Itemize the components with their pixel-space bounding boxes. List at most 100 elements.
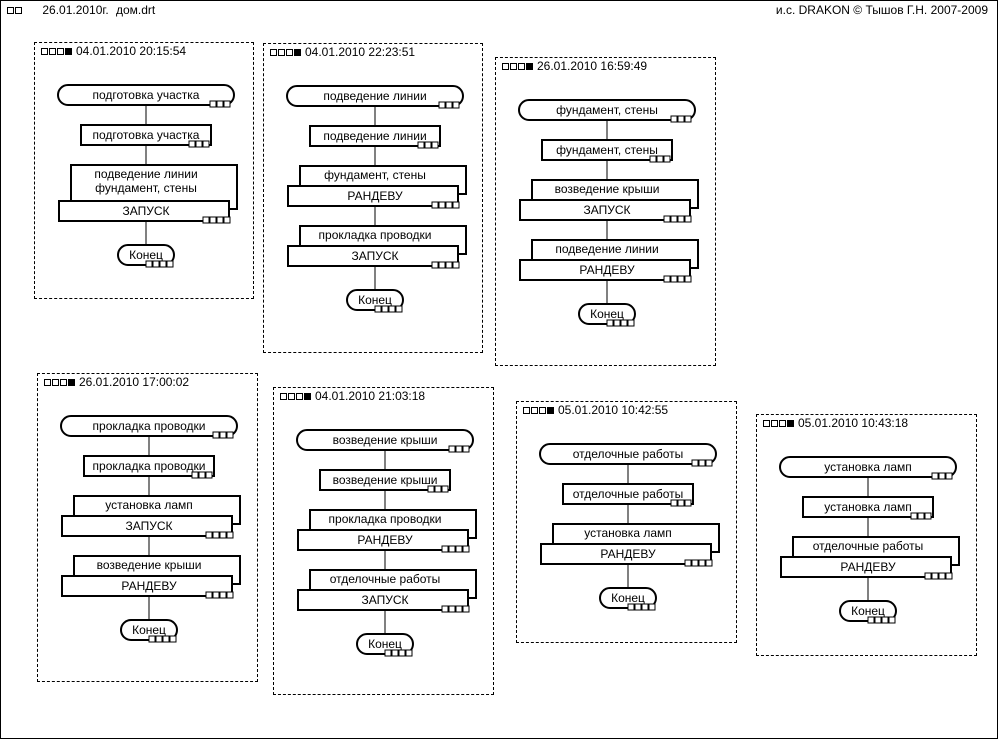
panel-timestamp: 26.01.2010 17:00:02 bbox=[79, 375, 190, 389]
shelf-upper-label: фундамент, стены bbox=[95, 181, 197, 195]
square-icon[interactable] bbox=[771, 420, 778, 428]
shelf-marker-icon bbox=[691, 559, 699, 567]
shelf-lower-box[interactable] bbox=[297, 529, 469, 551]
shelf-marker-icon bbox=[441, 605, 449, 613]
shelf-marker-icon bbox=[424, 141, 432, 149]
filled-square-icon[interactable] bbox=[304, 393, 311, 401]
square-icon[interactable] bbox=[278, 49, 285, 57]
shelf-marker-icon bbox=[395, 305, 403, 313]
filled-square-icon[interactable] bbox=[547, 407, 554, 415]
shelf-lower-label: ЗАПУСК bbox=[583, 203, 630, 217]
filled-square-icon[interactable] bbox=[526, 63, 533, 71]
shelf-marker-icon bbox=[627, 603, 635, 611]
square-icon[interactable] bbox=[518, 63, 525, 71]
shelf-marker-icon bbox=[938, 572, 946, 580]
shelf-lower-box[interactable] bbox=[287, 245, 459, 267]
shelf-lower-box[interactable] bbox=[58, 200, 230, 222]
panel-title-bar: 26.01.2010 16:59:49 bbox=[502, 59, 647, 73]
square-icon[interactable] bbox=[60, 379, 67, 387]
shelf-marker-icon bbox=[677, 275, 685, 283]
shelf-upper-label: подведение линии bbox=[94, 167, 197, 181]
end-label: Конец bbox=[611, 591, 645, 605]
shelf-marker-icon bbox=[924, 572, 932, 580]
shelf-marker-icon bbox=[441, 485, 449, 493]
shelf-marker-icon bbox=[677, 499, 685, 507]
shelf-marker-icon bbox=[145, 260, 153, 268]
panel-title-bar: 04.01.2010 22:23:51 bbox=[270, 45, 415, 59]
shelf-marker-icon bbox=[684, 275, 692, 283]
shelf-marker-icon bbox=[212, 431, 220, 439]
square-icon[interactable] bbox=[49, 48, 56, 56]
shelf-lower-box[interactable] bbox=[519, 199, 691, 221]
title-label: фундамент, стены bbox=[556, 103, 658, 117]
shelf-lower-box[interactable] bbox=[540, 543, 712, 565]
shelf-marker-icon bbox=[223, 100, 231, 108]
square-icon[interactable] bbox=[286, 49, 293, 57]
shelf-marker-icon bbox=[648, 603, 656, 611]
square-icon[interactable] bbox=[539, 407, 546, 415]
shelf-marker-icon bbox=[226, 591, 234, 599]
filled-square-icon[interactable] bbox=[787, 420, 794, 428]
shelf-upper-label: отделочные работы bbox=[330, 572, 441, 586]
shelf-marker-icon bbox=[212, 591, 220, 599]
shelf-lower-box[interactable] bbox=[519, 259, 691, 281]
filled-square-icon[interactable] bbox=[68, 379, 75, 387]
square-icon[interactable] bbox=[510, 63, 517, 71]
square-icon[interactable] bbox=[779, 420, 786, 428]
shelf-lower-box[interactable] bbox=[61, 575, 233, 597]
shelf-marker-icon bbox=[606, 319, 614, 327]
square-icon[interactable] bbox=[44, 379, 51, 387]
title-label: установка ламп bbox=[824, 460, 912, 474]
shelf-marker-icon bbox=[634, 603, 642, 611]
square-icon[interactable] bbox=[763, 420, 770, 428]
shelf-marker-icon bbox=[427, 485, 435, 493]
shelf-marker-icon bbox=[620, 319, 628, 327]
filled-square-icon[interactable] bbox=[65, 48, 72, 56]
shelf-marker-icon bbox=[917, 512, 925, 520]
window-square-icon[interactable] bbox=[7, 7, 14, 15]
shelf-marker-icon bbox=[216, 216, 224, 224]
shelf-marker-icon bbox=[417, 141, 425, 149]
square-icon[interactable] bbox=[52, 379, 59, 387]
square-icon[interactable] bbox=[502, 63, 509, 71]
panel-timestamp: 26.01.2010 16:59:49 bbox=[537, 59, 648, 73]
shelf-marker-icon bbox=[684, 215, 692, 223]
shelf-marker-icon bbox=[445, 201, 453, 209]
square-icon[interactable] bbox=[288, 393, 295, 401]
shelf-lower-box[interactable] bbox=[287, 185, 459, 207]
shelf-lower-box[interactable] bbox=[780, 556, 952, 578]
panel-title-bar: 26.01.2010 17:00:02 bbox=[44, 375, 189, 389]
square-icon[interactable] bbox=[270, 49, 277, 57]
square-icon[interactable] bbox=[280, 393, 287, 401]
square-icon[interactable] bbox=[57, 48, 64, 56]
shelf-lower-box[interactable] bbox=[297, 589, 469, 611]
shelf-marker-icon bbox=[219, 531, 227, 539]
square-icon[interactable] bbox=[531, 407, 538, 415]
shelf-marker-icon bbox=[162, 635, 170, 643]
shelf-marker-icon bbox=[212, 531, 220, 539]
shelf-marker-icon bbox=[874, 616, 882, 624]
square-icon[interactable] bbox=[41, 48, 48, 56]
shelf-lower-box[interactable] bbox=[61, 515, 233, 537]
square-icon[interactable] bbox=[523, 407, 530, 415]
shelf-marker-icon bbox=[216, 100, 224, 108]
square-icon[interactable] bbox=[296, 393, 303, 401]
shelf-marker-icon bbox=[455, 605, 463, 613]
shelf-upper-label: установка ламп bbox=[584, 526, 672, 540]
shelf-marker-icon bbox=[670, 115, 678, 123]
shelf-marker-icon bbox=[226, 431, 234, 439]
shelf-marker-icon bbox=[202, 216, 210, 224]
shelf-marker-icon bbox=[209, 100, 217, 108]
window-square-icon[interactable] bbox=[15, 7, 22, 15]
shelf-marker-icon bbox=[452, 261, 460, 269]
panel-timestamp: 05.01.2010 10:43:18 bbox=[798, 416, 909, 430]
filled-square-icon[interactable] bbox=[294, 49, 301, 57]
